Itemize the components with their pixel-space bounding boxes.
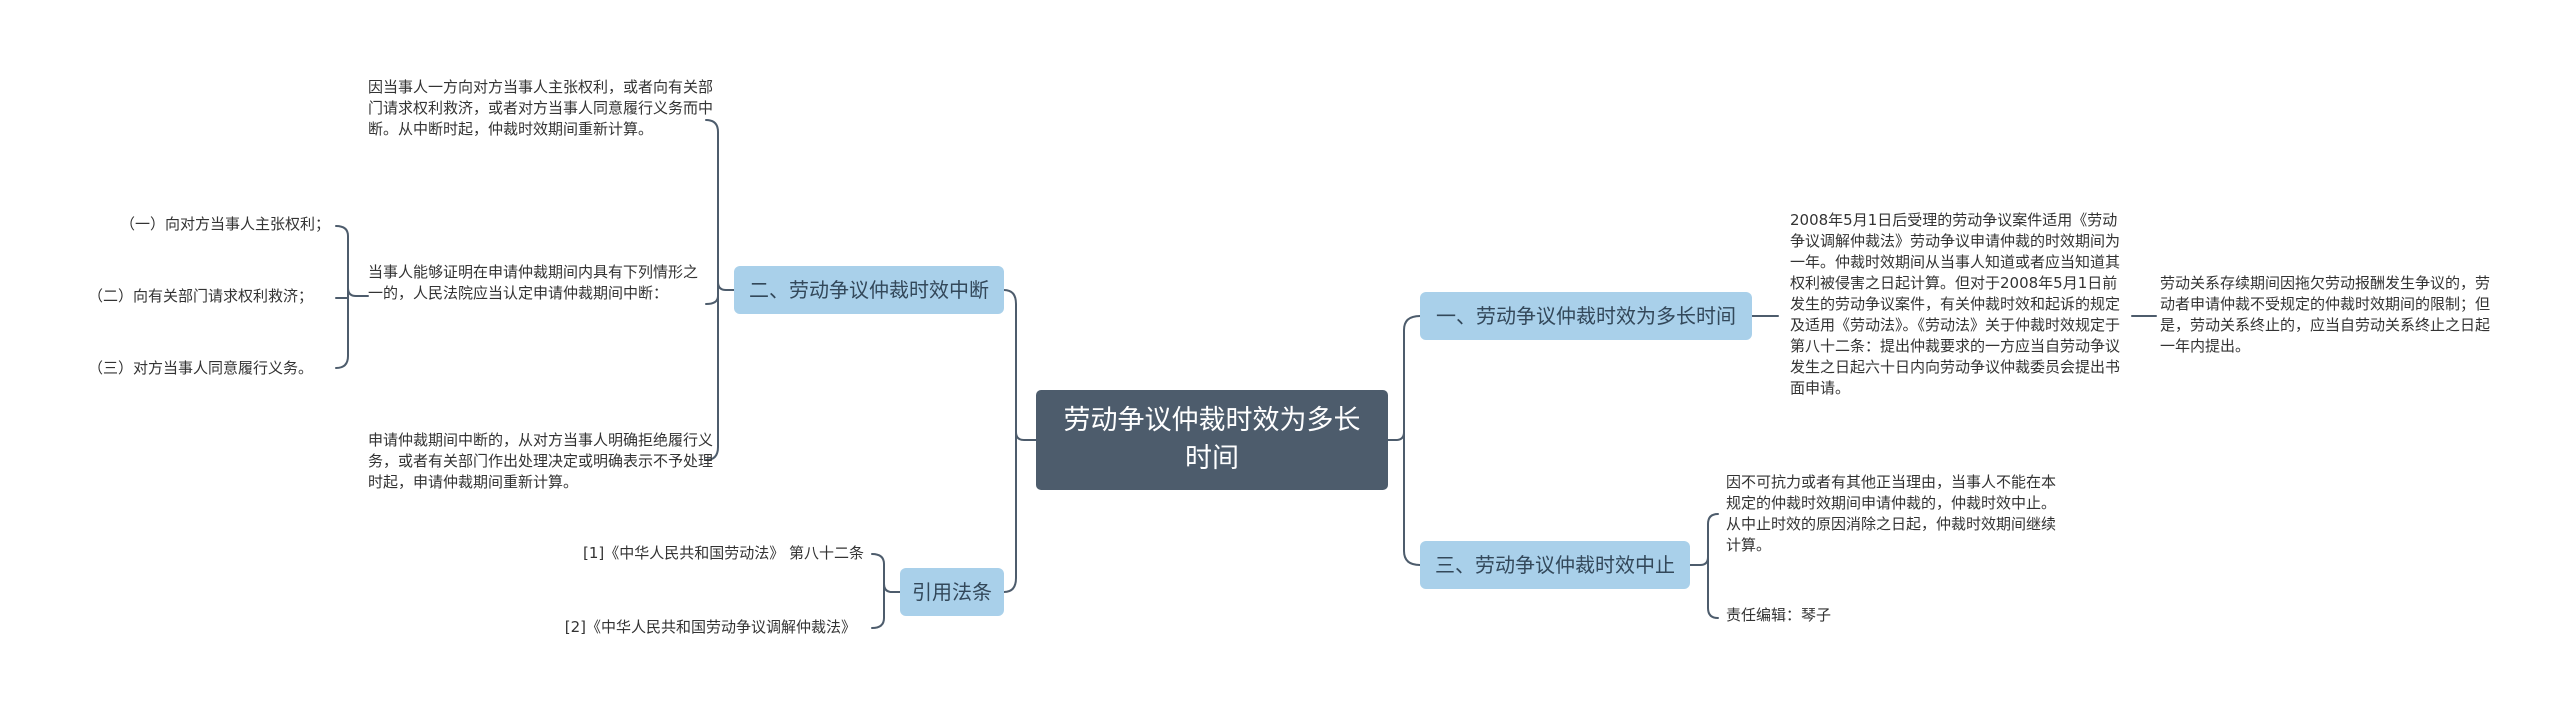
interruption-subleaf-1: （一）向对方当事人主张权利； — [119, 215, 330, 233]
root-topic[interactable]: 劳动争议仲裁时效为多长时间 — [1036, 390, 1388, 490]
link-bracket — [335, 225, 369, 369]
link-interrupt-group — [705, 119, 735, 291]
link-root-right — [1387, 315, 1421, 441]
branch-interruption-label: 二、劳动争议仲裁时效中断 — [749, 278, 989, 302]
link-interrupt-2 — [705, 281, 719, 305]
link-root-left — [1003, 289, 1037, 441]
branch-citations[interactable]: 引用法条 — [900, 568, 1004, 616]
duration-subleaf: 劳动关系存续期间因拖欠劳动报酬发生争议的，劳动者申请仲裁不受规定的仲裁时效期间的… — [2160, 274, 2491, 355]
link-suspension-group — [1689, 513, 1719, 619]
branch-interruption[interactable]: 二、劳动争议仲裁时效中断 — [734, 266, 1004, 314]
citation-1: [1]《中华人民共和国劳动法》 第八十二条 — [582, 544, 864, 562]
citation-2: [2]《中华人民共和国劳动争议调解仲裁法》 — [564, 618, 856, 636]
root-topic-label: 劳动争议仲裁时效为多长时间 — [1063, 405, 1361, 474]
link-root-cite — [1003, 431, 1017, 593]
interruption-subleaf-2: （二）向有关部门请求权利救济； — [87, 287, 313, 305]
suspension-leaf: 因不可抗力或者有其他正当理由，当事人不能在本规定的仲裁时效期间申请仲裁的，仲裁时… — [1726, 473, 2057, 554]
duration-leaf: 2008年5月1日后受理的劳动争议案件适用《劳动争议调解仲裁法》劳动争议申请仲裁… — [1790, 211, 2121, 397]
link-interrupt-3 — [705, 281, 719, 461]
branch-duration-label: 一、劳动争议仲裁时效为多长时间 — [1436, 304, 1736, 328]
link-root-right2 — [1403, 431, 1421, 566]
interruption-subleaf-3: （三）对方当事人同意履行义务。 — [87, 359, 313, 377]
link-cite-group — [871, 553, 901, 629]
branch-duration[interactable]: 一、劳动争议仲裁时效为多长时间 — [1420, 292, 1752, 340]
interruption-leaf-2: 当事人能够证明在申请仲裁期间内具有下列情形之一的，人民法院应当认定申请仲裁期间中… — [368, 263, 699, 302]
interruption-leaf-3: 申请仲裁期间中断的，从对方当事人明确拒绝履行义务，或者有关部门作出处理决定或明确… — [368, 431, 714, 491]
branch-citations-label: 引用法条 — [912, 580, 992, 604]
branch-suspension[interactable]: 三、劳动争议仲裁时效中止 — [1420, 541, 1690, 589]
interruption-leaf-1: 因当事人一方向对方当事人主张权利，或者向有关部门请求权利救济，或者对方当事人同意… — [368, 78, 714, 138]
editor-credit: 责任编辑：琴子 — [1726, 606, 1832, 624]
branch-suspension-label: 三、劳动争议仲裁时效中止 — [1435, 553, 1675, 577]
